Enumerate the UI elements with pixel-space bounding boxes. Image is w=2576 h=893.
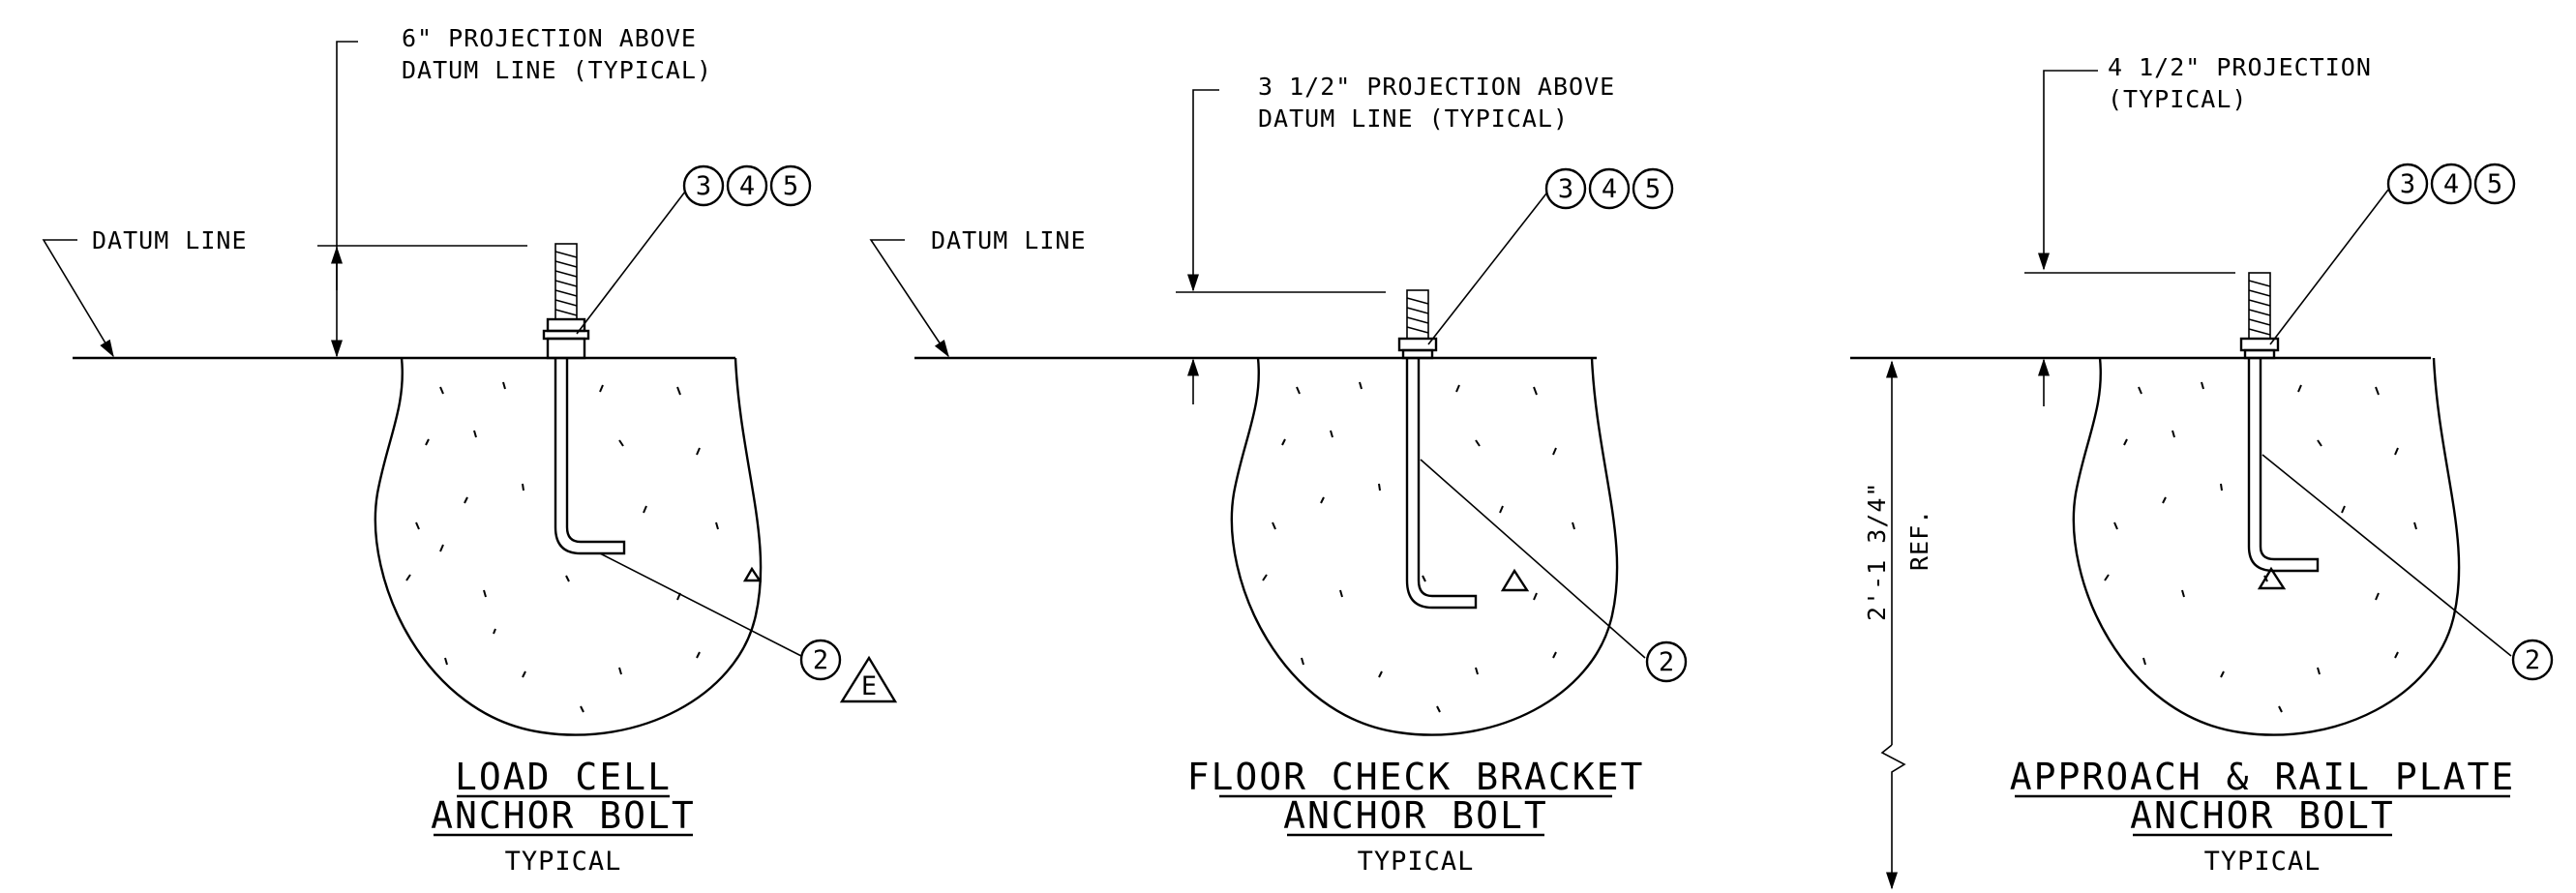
projection-note-line-2: (TYPICAL) bbox=[2108, 85, 2247, 113]
datum-label: DATUM LINE bbox=[931, 226, 1087, 254]
projection-leader bbox=[2038, 70, 2098, 271]
detail-floor-check-bracket: DATUM LINE 3 1/2" PROJECTION ABOVE DATUM… bbox=[869, 73, 1688, 877]
revision-triangle: E bbox=[742, 566, 898, 703]
detail-approach-rail-plate: 4 1/2" PROJECTION (TYPICAL) 2'-1 3/4" RE… bbox=[1850, 53, 2554, 890]
concrete-stipple bbox=[1262, 381, 1575, 713]
svg-text:5: 5 bbox=[2487, 169, 2502, 199]
datum-leader bbox=[42, 239, 114, 358]
svg-text:3: 3 bbox=[696, 171, 711, 201]
callout-bubble-2: 2 bbox=[599, 552, 842, 681]
svg-text:2: 2 bbox=[2525, 645, 2540, 675]
svg-text:4: 4 bbox=[1602, 174, 1617, 204]
dimension-ref: REF. bbox=[1905, 509, 1933, 571]
callout-bubble-2: 2 bbox=[2257, 454, 2554, 681]
title-line-2: ANCHOR BOLT bbox=[431, 794, 696, 837]
datum-leader bbox=[869, 239, 949, 358]
concrete-footing bbox=[374, 357, 763, 736]
svg-text:2: 2 bbox=[813, 645, 828, 675]
svg-text:4: 4 bbox=[739, 171, 755, 201]
svg-text:E: E bbox=[861, 671, 877, 701]
concrete-footing bbox=[2072, 357, 2461, 736]
projection-note-line-1: 3 1/2" PROJECTION ABOVE bbox=[1258, 73, 1615, 101]
svg-text:3: 3 bbox=[2400, 169, 2415, 199]
projection-leader bbox=[331, 41, 358, 358]
title-line-1: FLOOR CHECK BRACKET bbox=[1187, 756, 1645, 798]
projection-note-line-1: 6" PROJECTION ABOVE bbox=[402, 24, 697, 52]
subtitle: TYPICAL bbox=[2204, 847, 2321, 877]
concrete-footing bbox=[1230, 357, 1619, 736]
title-line-2: ANCHOR BOLT bbox=[2130, 794, 2395, 837]
dimension-value: 2'-1 3/4" bbox=[1863, 482, 1891, 621]
svg-text:5: 5 bbox=[1645, 174, 1661, 204]
svg-text:3: 3 bbox=[1558, 174, 1573, 204]
callout-bubbles-3-4-5: 3 4 5 bbox=[576, 164, 812, 335]
anchor-bolt bbox=[2239, 272, 2320, 573]
projection-note-line-2: DATUM LINE (TYPICAL) bbox=[1258, 104, 1569, 133]
detail-load-cell: DATUM LINE 6" PROJECTION ABOVE DATUM LIN… bbox=[42, 24, 898, 877]
projection-leader bbox=[1187, 89, 1219, 292]
anchor-bolt bbox=[1397, 289, 1478, 610]
concrete-stipple bbox=[2104, 381, 2417, 713]
svg-text:2: 2 bbox=[1659, 647, 1674, 677]
svg-text:5: 5 bbox=[783, 171, 798, 201]
svg-text:4: 4 bbox=[2443, 169, 2459, 199]
anchor-bolt bbox=[542, 243, 626, 555]
projection-note-line-2: DATUM LINE (TYPICAL) bbox=[402, 56, 712, 84]
title-line-1: LOAD CELL bbox=[455, 756, 672, 798]
reference-dimension: 2'-1 3/4" REF. bbox=[1863, 360, 1933, 890]
subtitle: TYPICAL bbox=[1358, 847, 1475, 877]
callout-bubble-2: 2 bbox=[1420, 459, 1688, 683]
concrete-stipple bbox=[405, 381, 719, 713]
subtitle: TYPICAL bbox=[505, 847, 622, 877]
callout-bubbles-3-4-5: 3 4 5 bbox=[1427, 167, 1674, 345]
projection-note-line-1: 4 1/2" PROJECTION bbox=[2108, 53, 2372, 81]
datum-label: DATUM LINE bbox=[92, 226, 248, 254]
title-line-1: APPROACH & RAIL PLATE bbox=[2010, 756, 2515, 798]
callout-bubbles-3-4-5: 3 4 5 bbox=[2269, 163, 2516, 345]
title-line-2: ANCHOR BOLT bbox=[1283, 794, 1548, 837]
